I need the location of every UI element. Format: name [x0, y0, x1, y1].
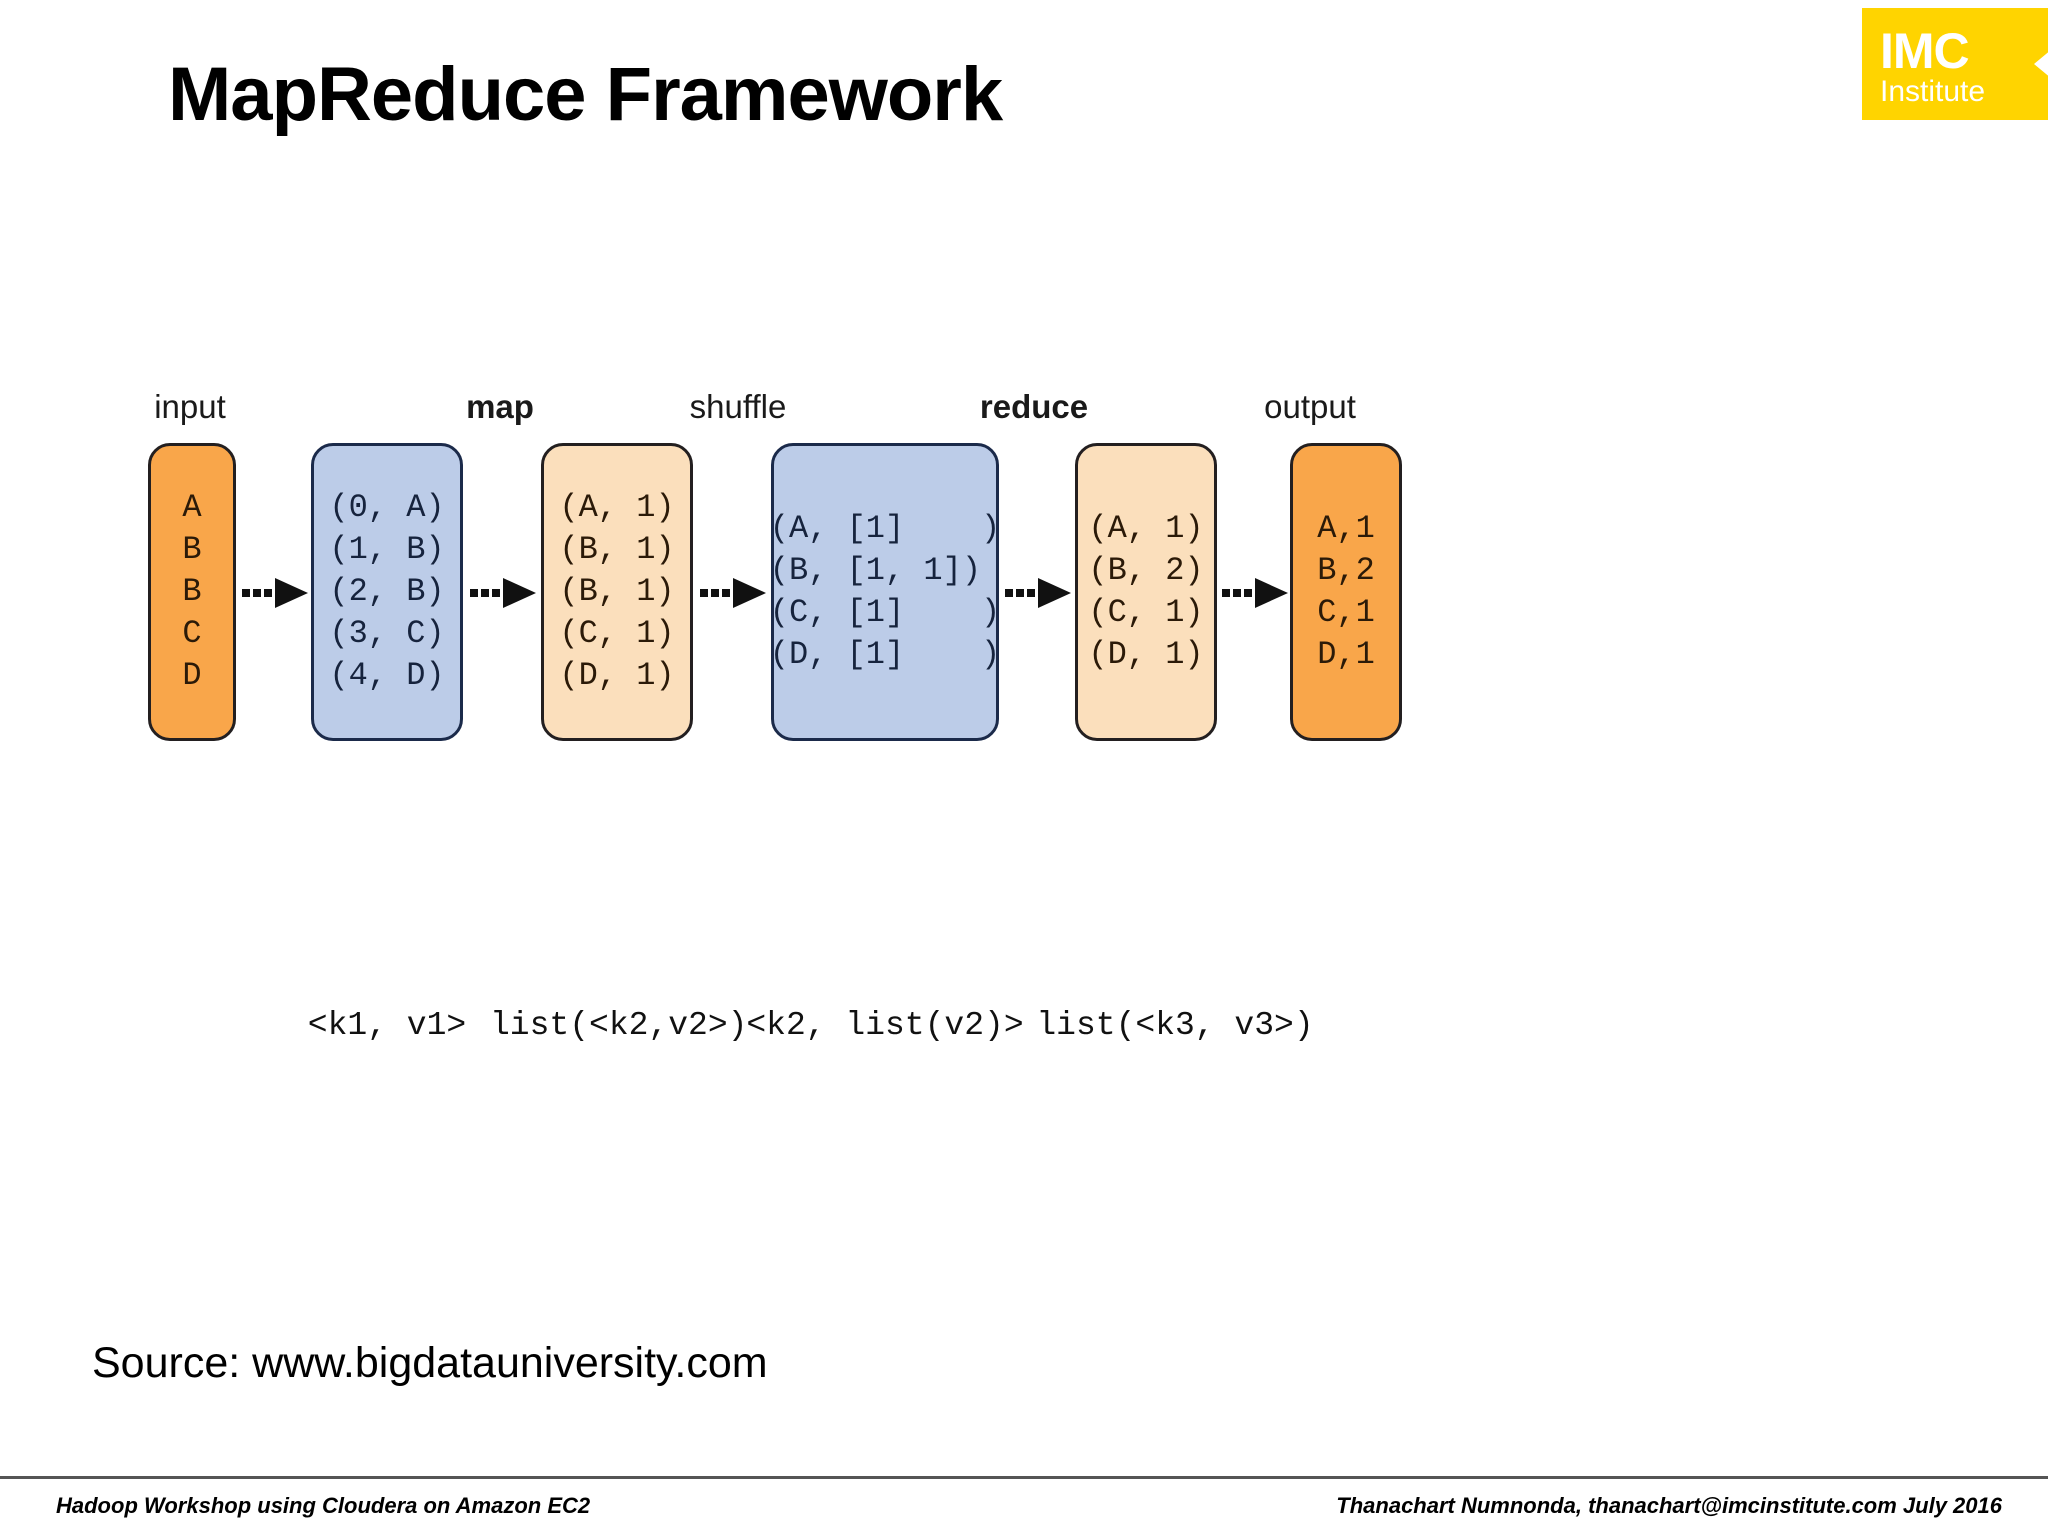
- map-output-box-content: (A, 1) (B, 1) (B, 1) (C, 1) (D, 1): [559, 489, 675, 694]
- footer-author-contact: Thanachart Numnonda, thanachart@imcinsti…: [1336, 1493, 2002, 1518]
- shuffle-output-box: (A, [1] ) (B, [1, 1]) (C, [1] ) (D, [1] …: [769, 443, 1001, 741]
- map-output-box: (A, 1) (B, 1) (B, 1) (C, 1) (D, 1): [541, 443, 693, 741]
- output-box: A,1 B,2 C,1 D,1: [1290, 443, 1402, 741]
- arrow-icon-map-to-mapout: [470, 578, 536, 608]
- caption-list-k2-v2: list(<k2,v2>): [490, 1007, 748, 1044]
- caption-k2-list-v2: <k2, list(v2)>: [746, 1007, 1024, 1044]
- arrow-icon-shuffle-to-reduce: [1005, 578, 1071, 608]
- stage-label-shuffle: shuffle: [689, 388, 787, 425]
- source-line: Source: www.bigdatauniversity.com: [92, 1339, 768, 1387]
- caption-list-k3-v3: list(<k3, v3>): [1036, 1007, 1314, 1044]
- arrow-icon-input-to-map: [242, 578, 308, 608]
- chevron-logo-icon: [2034, 52, 2048, 76]
- output-box-content: A,1 B,2 C,1 D,1: [1317, 510, 1375, 673]
- stage-label-map: map: [466, 388, 534, 425]
- arrow-icon-reduce-to-output: [1222, 578, 1288, 608]
- input-box: A B B C D: [148, 443, 236, 741]
- imc-institute-logo: IMC Institute: [1862, 8, 2048, 120]
- map-input-box-content: (0, A) (1, B) (2, B) (3, C) (4, D): [329, 489, 445, 694]
- input-box-content: A B B C D: [182, 489, 202, 694]
- shuffle-output-box-content: (A, [1] ) (B, [1, 1]) (C, [1] ) (D, [1] …: [769, 510, 1001, 673]
- stage-label-input: input: [154, 388, 226, 425]
- footer-divider: [0, 1476, 2048, 1479]
- reduce-output-box-content: (A, 1) (B, 2) (C, 1) (D, 1): [1088, 510, 1204, 673]
- stage-label-output: output: [1264, 388, 1356, 425]
- arrow-icon-mapout-to-shuffle: [700, 578, 766, 608]
- map-input-box: (0, A) (1, B) (2, B) (3, C) (4, D): [311, 443, 463, 741]
- logo-subtitle: Institute: [1880, 75, 1986, 108]
- caption-k1-v1: <k1, v1>: [307, 1007, 467, 1044]
- page-title: MapReduce Framework: [168, 52, 1003, 137]
- reduce-output-box: (A, 1) (B, 2) (C, 1) (D, 1): [1075, 443, 1217, 741]
- logo-title: IMC: [1880, 23, 1970, 79]
- footer-workshop-title: Hadoop Workshop using Cloudera on Amazon…: [56, 1493, 591, 1518]
- stage-label-reduce: reduce: [979, 388, 1089, 425]
